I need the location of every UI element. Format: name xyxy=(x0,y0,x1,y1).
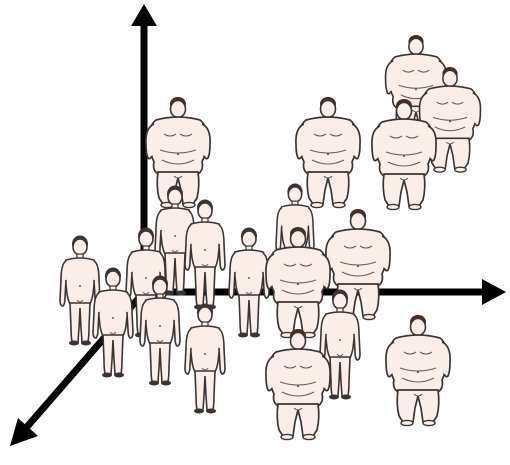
heavy-person-figure xyxy=(385,314,451,427)
heavy-person-figure xyxy=(295,96,361,209)
axis-horizontal-arrowhead xyxy=(482,279,506,305)
thin-person-figure xyxy=(184,302,226,415)
thin-person-figure xyxy=(228,226,270,339)
axis-depth-arrowhead xyxy=(10,418,38,446)
people-group xyxy=(59,34,482,441)
axis-vertical-arrowhead xyxy=(131,4,157,26)
